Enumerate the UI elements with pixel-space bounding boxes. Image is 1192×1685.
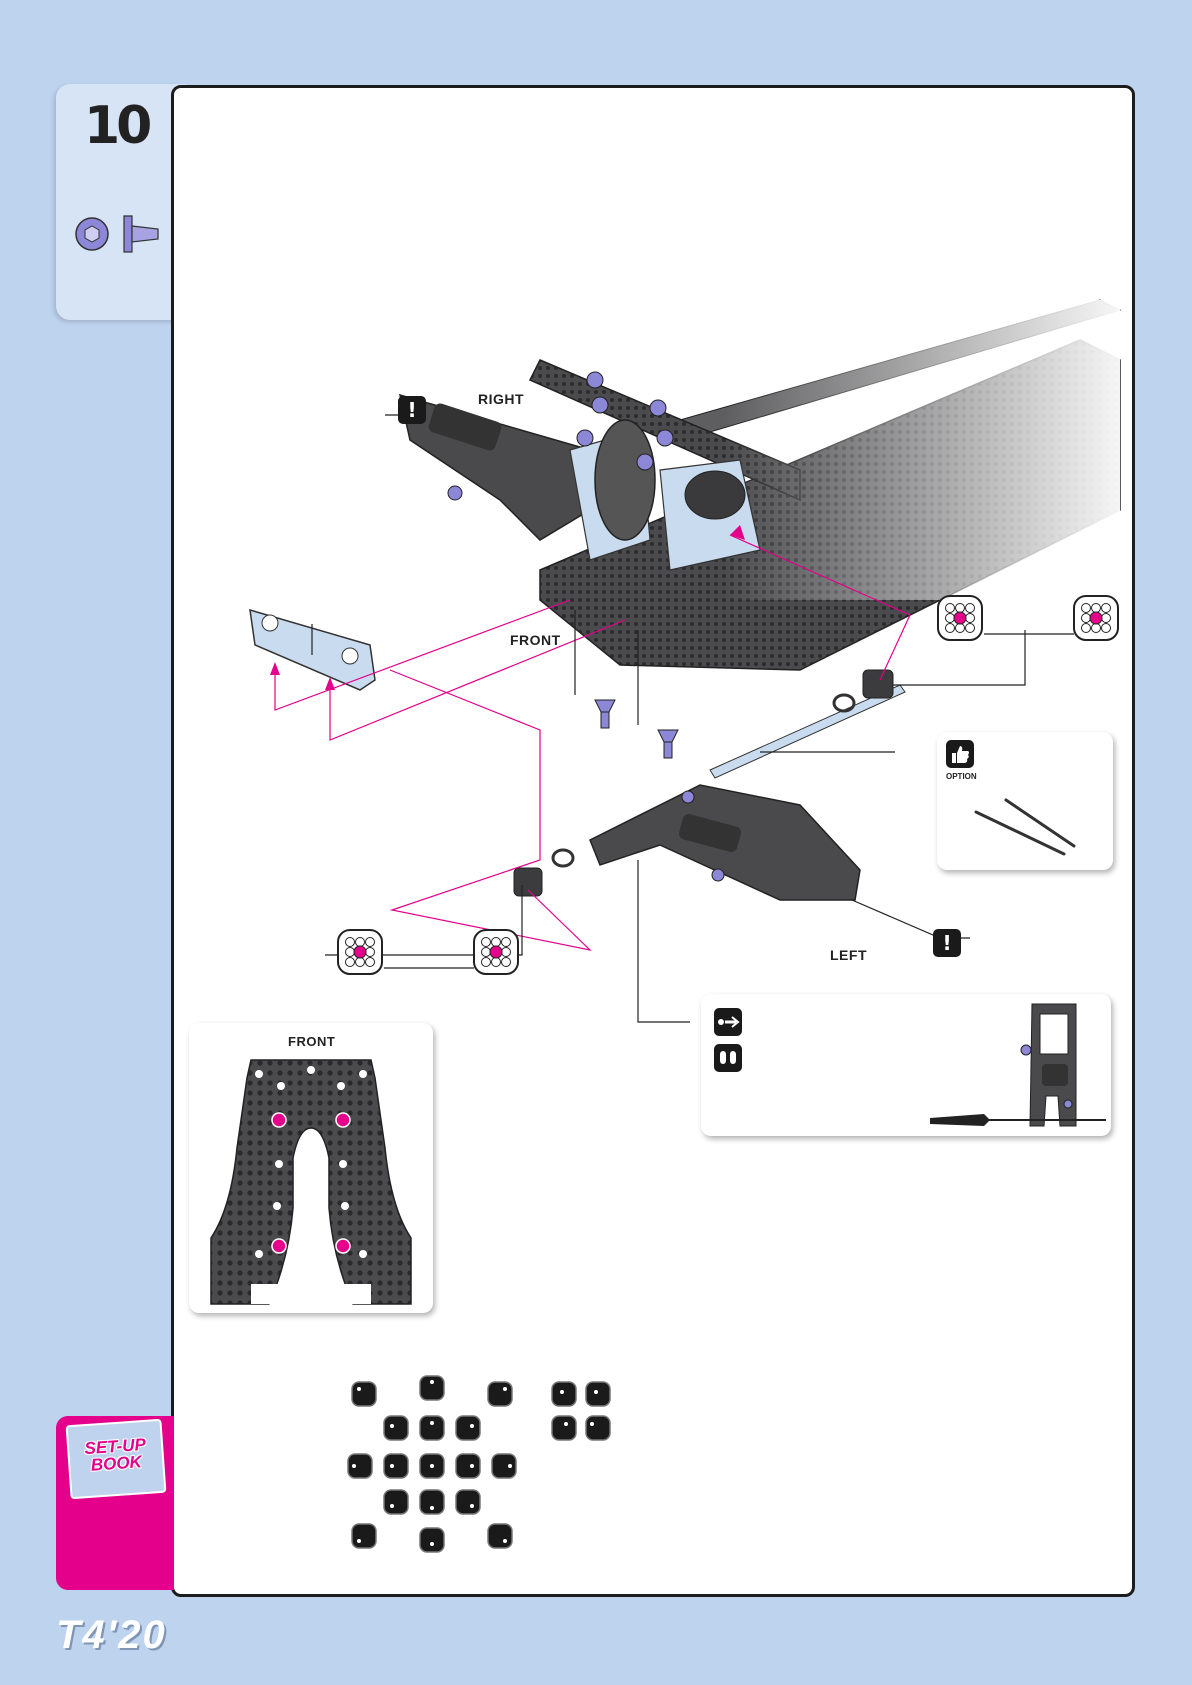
warning-icon-right: ! (398, 396, 426, 424)
eccentric-bushing-icon (714, 1008, 742, 1036)
hex-screw-head-icon (74, 216, 110, 252)
position-chart (340, 1376, 620, 1552)
thumbs-up-icon (946, 740, 974, 768)
step-number: 10 (84, 96, 154, 156)
front-plate-illustration (205, 1058, 417, 1304)
bushing-position-icons-right (934, 592, 1124, 644)
brand-logo: T4'20 (56, 1613, 167, 1658)
setup-book-icon[interactable]: SET-UP BOOK (66, 1419, 167, 1500)
two-hands-icon (714, 1044, 742, 1072)
countersunk-screw-icon (120, 214, 160, 254)
front-label: FRONT (510, 632, 561, 648)
warning-icon-left: ! (933, 929, 961, 957)
front-plate-label: FRONT (288, 1034, 335, 1049)
left-label: LEFT (830, 947, 867, 963)
right-label: RIGHT (478, 391, 524, 407)
arm-tool-illustration (930, 1000, 1106, 1132)
setup-book-text: SET-UP BOOK (73, 1435, 159, 1475)
option-label: OPTION (946, 772, 977, 781)
hinge-pin-icon (972, 796, 1082, 856)
bushing-position-icons-left (334, 926, 524, 978)
